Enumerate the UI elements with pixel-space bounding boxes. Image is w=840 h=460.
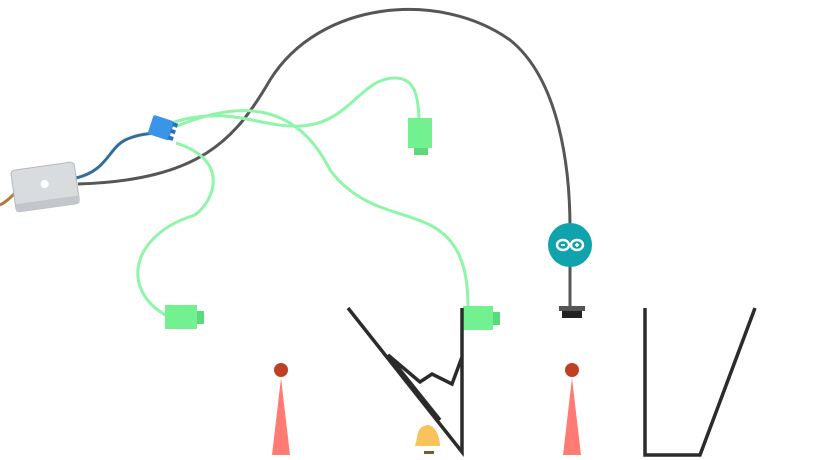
arduino-logo-icon[interactable]	[548, 223, 592, 267]
laptop-icon[interactable]	[10, 161, 80, 213]
usb-cable-top	[173, 76, 421, 128]
bell-icon[interactable]	[415, 425, 440, 454]
device-left[interactable]	[165, 305, 204, 329]
usb-cable-left	[136, 141, 215, 318]
usb-hub-icon[interactable]	[147, 115, 179, 142]
device-middle[interactable]	[463, 306, 500, 330]
cone-target-right[interactable]	[563, 363, 581, 455]
zigzag-wall	[346, 306, 464, 458]
connector-plug-icon	[559, 306, 585, 318]
bucket-wall	[643, 307, 757, 457]
cone-target-left[interactable]	[272, 363, 290, 455]
usb-cable-middle	[174, 109, 470, 307]
laptop-logo-icon	[40, 180, 49, 189]
device-top[interactable]	[408, 118, 432, 155]
power-cable	[77, 7, 572, 229]
hub-cable	[75, 131, 155, 180]
